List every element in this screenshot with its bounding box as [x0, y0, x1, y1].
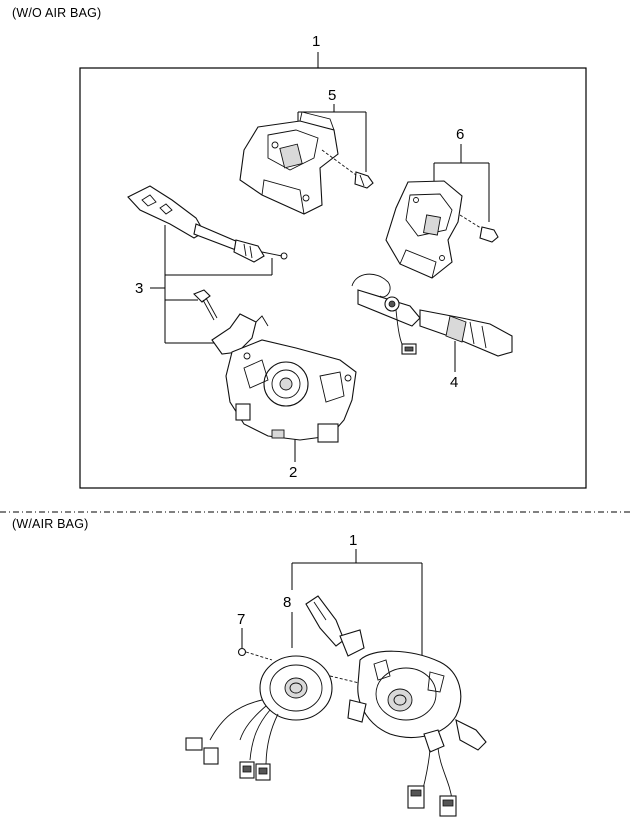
multifunction-switch-airbag [305, 595, 487, 817]
leader-1-lower [291, 549, 423, 662]
callout-6: 6 [456, 126, 465, 143]
leader-3 [150, 225, 273, 344]
multifunction-switch-body-2 [211, 313, 357, 443]
section-title-without-airbag: (W/O AIR BAG) [12, 6, 102, 20]
turn-signal-lever-3 [127, 185, 288, 321]
switch-bracket-6 [385, 180, 499, 279]
assembly-frame [79, 67, 587, 489]
callout-1-upper: 1 [312, 33, 321, 50]
section-title-with-airbag: (W/AIR BAG) [12, 517, 89, 531]
callout-7: 7 [237, 611, 246, 628]
callout-1-lower: 1 [349, 532, 358, 549]
leader-6 [433, 144, 490, 222]
callout-3: 3 [135, 280, 144, 297]
switch-bracket-5 [239, 111, 374, 215]
wiper-switch-lever-4 [351, 273, 513, 357]
screw-7 [237, 647, 273, 661]
callout-8: 8 [283, 594, 292, 611]
callout-2: 2 [289, 464, 298, 481]
callout-4: 4 [450, 374, 459, 391]
callout-5: 5 [328, 87, 337, 104]
